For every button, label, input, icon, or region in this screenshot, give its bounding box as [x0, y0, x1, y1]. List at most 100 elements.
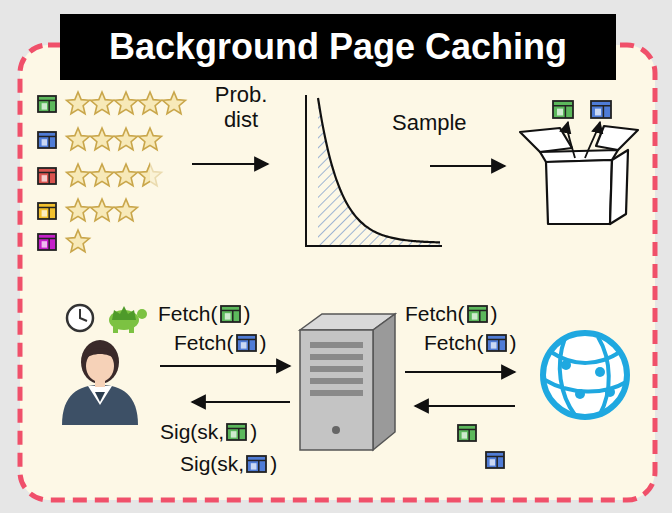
drawing-part — [67, 230, 90, 252]
page-icon — [247, 456, 266, 472]
drawing-part — [42, 210, 47, 216]
page-icon — [458, 425, 476, 441]
page-icon — [486, 452, 504, 468]
flow-arrow — [160, 365, 290, 367]
icon-part — [487, 339, 506, 341]
label: Fetch( — [174, 331, 234, 355]
drawing-part — [38, 136, 56, 138]
drawing-part — [81, 340, 119, 384]
drawing-part — [38, 96, 56, 112]
rating-star — [67, 92, 90, 114]
page-icon — [487, 335, 506, 351]
page-icon — [38, 96, 56, 112]
page-icon — [553, 101, 573, 118]
drawing-part — [88, 386, 112, 405]
page-icon — [235, 333, 259, 353]
label-group: Fetch() — [158, 302, 251, 326]
page-icon — [245, 454, 269, 474]
label: Sig(sk, — [180, 452, 244, 476]
drawing-part — [115, 164, 138, 186]
drawing-part — [595, 367, 605, 377]
rating-star — [115, 92, 138, 114]
icon-part — [238, 428, 240, 440]
flow-arrow — [415, 405, 515, 407]
drawing-part — [48, 136, 50, 148]
drawing-part — [38, 238, 56, 240]
drawing-part — [139, 164, 162, 186]
icon-part — [227, 428, 246, 430]
drawing-part — [139, 164, 162, 186]
drawing-part — [575, 389, 585, 399]
drawing-part — [95, 392, 105, 402]
drawing-part — [332, 426, 340, 434]
drawing-part — [38, 172, 56, 174]
drawing-part — [310, 342, 363, 348]
label-group: Sig(sk,) — [180, 452, 277, 476]
page-icon — [485, 333, 509, 353]
drawing-part — [139, 92, 162, 114]
user-figure — [62, 340, 138, 425]
drawing-part — [38, 234, 56, 250]
drawing-part — [310, 354, 363, 360]
drawing-part — [80, 309, 87, 321]
page-icon — [219, 304, 243, 324]
drawing-part — [561, 360, 571, 370]
web-globe — [543, 333, 627, 417]
drawing-part — [48, 172, 50, 184]
drawing-part — [67, 128, 90, 150]
drawing-part — [486, 452, 504, 468]
icon-part — [231, 431, 237, 437]
drawing-part — [310, 390, 363, 396]
drawing-part — [91, 128, 114, 150]
icon-part — [227, 424, 246, 440]
label: Sig(sk, — [160, 420, 224, 444]
icon-part — [224, 313, 230, 319]
drawing-part — [42, 103, 47, 109]
drawing-part — [458, 429, 476, 431]
drawing-part — [605, 387, 615, 397]
page-icon — [466, 304, 490, 324]
page-icon — [38, 168, 56, 184]
clock-icon — [67, 305, 93, 331]
icon-part — [258, 460, 260, 472]
drawing-part — [553, 105, 573, 107]
page-icon — [591, 101, 611, 118]
drawing-part — [496, 456, 498, 468]
label-group: Prob. dist — [205, 82, 277, 133]
label: Sample — [392, 110, 467, 136]
drawing-part — [112, 306, 136, 320]
rated-pages — [38, 92, 185, 252]
rating-star — [115, 199, 138, 221]
rating-star — [115, 164, 138, 186]
drawing-part — [48, 238, 50, 250]
drawing-part — [91, 92, 114, 114]
page-icon — [38, 234, 56, 250]
drawing-part — [603, 106, 605, 118]
rating-star — [139, 164, 162, 186]
drawing-part — [67, 199, 90, 221]
drawing-part — [91, 199, 114, 221]
drawing-part — [67, 92, 90, 114]
drawing-part — [137, 309, 147, 319]
drawing-part — [84, 348, 116, 360]
drawing-part — [42, 175, 47, 181]
box-side — [610, 150, 628, 224]
icon-part — [240, 342, 246, 348]
drawing-part — [595, 109, 601, 116]
out-arrow — [585, 122, 600, 158]
drawing-part — [129, 326, 134, 333]
drawing-part — [310, 366, 363, 372]
drawing-part — [67, 164, 90, 186]
rating-star — [139, 92, 162, 114]
drawing-part — [113, 326, 118, 333]
page-icon — [227, 424, 246, 440]
drawing-part — [300, 330, 373, 450]
rating-star — [163, 92, 186, 114]
box-flap — [596, 126, 638, 150]
drawing-part — [38, 132, 56, 148]
drawing-part — [48, 100, 50, 112]
flow-arrow — [192, 163, 268, 165]
out-arrow — [567, 122, 575, 158]
icon-part — [468, 306, 487, 322]
icon-part — [221, 310, 240, 312]
